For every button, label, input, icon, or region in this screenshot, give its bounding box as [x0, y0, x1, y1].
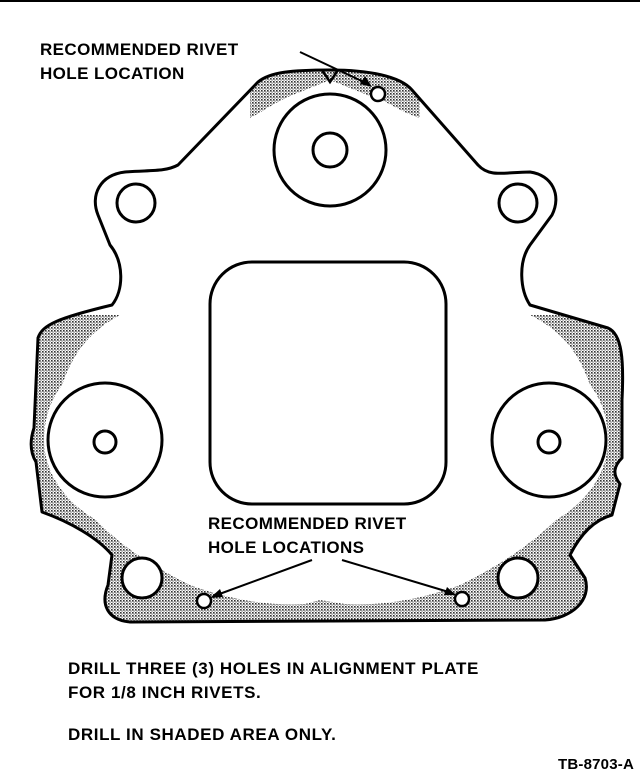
note-line1: DRILL THREE (3) HOLES IN ALIGNMENT PLATE — [68, 659, 479, 678]
shaded-area-right — [320, 315, 623, 622]
shaded-area-top — [250, 70, 420, 118]
right-boss-hole — [536, 429, 562, 455]
top-notch — [320, 69, 340, 85]
rivet-hole-bottom-left — [195, 592, 213, 610]
left-boss-hole — [92, 429, 118, 455]
bottom-callout-line2: HOLE LOCATIONS — [208, 538, 364, 557]
bottom-left-leader-arrow — [210, 559, 313, 598]
top-boss-hole — [311, 131, 349, 169]
top-callout-line2: HOLE LOCATION — [40, 64, 185, 83]
top-leader-arrow — [299, 51, 372, 87]
rivet-hole-bottom-right — [453, 590, 471, 608]
rivet-hole-top — [369, 85, 387, 103]
note-line2: FOR 1/8 INCH RIVETS. — [68, 683, 261, 702]
note-line3: DRILL IN SHADED AREA ONLY. — [68, 725, 336, 744]
bottom-callout-line1: RECOMMENDED RIVET — [208, 514, 407, 533]
upper-right-mount-hole — [497, 182, 539, 224]
top-callout-line1: RECOMMENDED RIVET — [40, 40, 239, 59]
central-opening — [208, 260, 448, 506]
lower-left-mount-hole — [120, 556, 164, 600]
lower-right-mount-hole — [496, 556, 540, 600]
figure-id: TB-8703-A — [558, 756, 634, 773]
alignment-plate-outline — [29, 68, 625, 624]
bottom-right-leader-arrow — [341, 559, 456, 595]
upper-left-mount-hole — [115, 182, 157, 224]
